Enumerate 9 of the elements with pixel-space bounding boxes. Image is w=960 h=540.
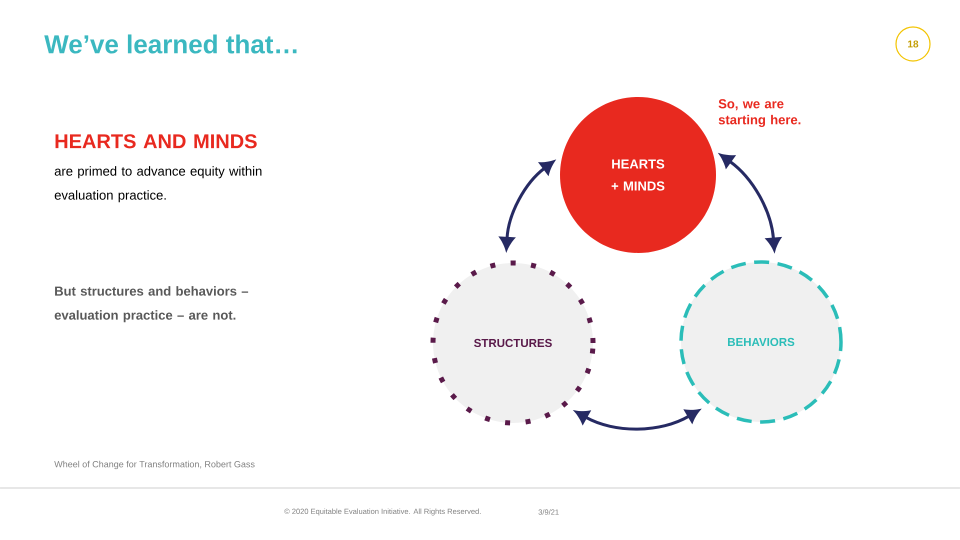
curved-double-arrow (575, 409, 700, 431)
curved-double-arrow (500, 160, 554, 250)
slide-title: We’ve learned that… (44, 34, 296, 54)
body-text: But structures and behaviors – evaluation practice – are not. (54, 286, 248, 322)
heading-text: HEARTS AND MINDS (56, 134, 257, 148)
body-text: are primed to advance equity within evaluation practice. (54, 166, 262, 202)
callout-text: So, we are starting here. (718, 99, 800, 128)
curved-double-arrow (720, 154, 781, 251)
source-note: Wheel of Change for Transformation, Robert Gass (54, 460, 255, 470)
